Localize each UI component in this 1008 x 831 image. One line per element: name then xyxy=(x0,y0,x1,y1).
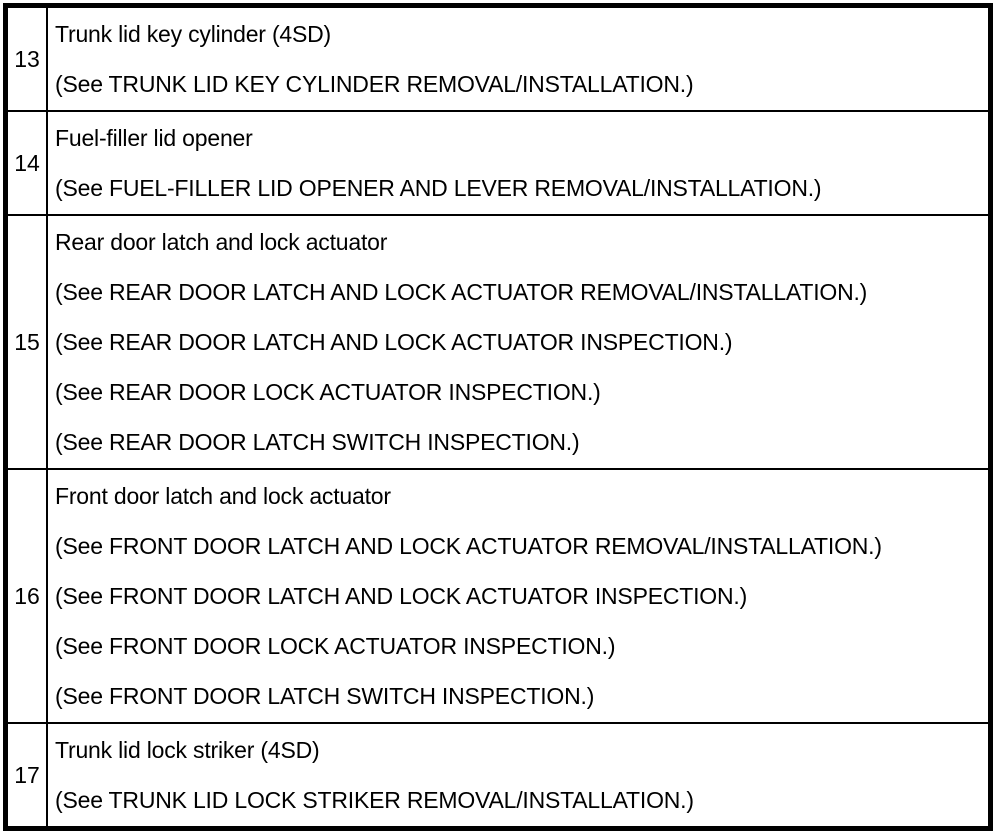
item-title-line: Trunk lid lock striker (4SD) xyxy=(55,737,320,763)
see-reference-line: (See TRUNK LID LOCK STRIKER REMOVAL/INST… xyxy=(55,787,694,813)
see-reference-line: (See REAR DOOR LATCH AND LOCK ACTUATOR R… xyxy=(55,279,868,305)
see-reference-line: (See FRONT DOOR LOCK ACTUATOR INSPECTION… xyxy=(55,633,616,659)
table-body: 13 Trunk lid key cylinder (4SD) (See TRUNK… xyxy=(4,4,992,830)
table-row: 13 Trunk lid key cylinder (4SD) (See TRUNK… xyxy=(4,4,992,112)
table-row: 17 Trunk lid lock striker (4SD) (See TRUNK… xyxy=(4,722,992,830)
item-number-cell: 15 xyxy=(4,214,48,470)
see-reference-line: (See FRONT DOOR LATCH AND LOCK ACTUATOR … xyxy=(55,533,882,559)
item-description-cell: Front door latch and lock actuator (See F… xyxy=(46,468,992,724)
see-reference-line: (See FRONT DOOR LATCH SWITCH INSPECTION.… xyxy=(55,683,595,709)
item-title-line: Trunk lid key cylinder (4SD) xyxy=(55,21,332,47)
see-reference-line: (See FRONT DOOR LATCH AND LOCK ACTUATOR … xyxy=(55,583,748,609)
service-reference-table: 13 Trunk lid key cylinder (4SD) (See TRUNK… xyxy=(3,3,993,831)
see-reference-line: (See REAR DOOR LOCK ACTUATOR INSPECTION.… xyxy=(55,379,601,405)
table-row: 15 Rear door latch and lock actuator (See … xyxy=(4,214,992,470)
see-reference-line: (See TRUNK LID KEY CYLINDER REMOVAL/INST… xyxy=(55,71,694,97)
item-title-line: Front door latch and lock actuator xyxy=(55,483,391,509)
item-description-cell: Rear door latch and lock actuator (See RE… xyxy=(46,214,992,470)
item-number-cell: 17 xyxy=(4,722,48,830)
item-number-cell: 14 xyxy=(4,110,48,216)
see-reference-line: (See REAR DOOR LATCH AND LOCK ACTUATOR I… xyxy=(55,329,733,355)
table-container: 13 Trunk lid key cylinder (4SD) (See TRUNK… xyxy=(3,3,993,831)
table-row: 16 Front door latch and lock actuator (See… xyxy=(4,468,992,724)
item-number-cell: 16 xyxy=(4,468,48,724)
see-reference-line: (See FUEL-FILLER LID OPENER AND LEVER RE… xyxy=(55,175,822,201)
item-description-cell: Trunk lid key cylinder (4SD) (See TRUNK L… xyxy=(46,4,992,112)
item-title-line: Fuel-filler lid opener xyxy=(55,125,253,151)
see-reference-line: (See REAR DOOR LATCH SWITCH INSPECTION.) xyxy=(55,429,580,455)
table-row: 14 Fuel-filler lid opener (See FUEL-FILLER… xyxy=(4,110,992,216)
item-title-line: Rear door latch and lock actuator xyxy=(55,229,388,255)
item-description-cell: Fuel-filler lid opener (See FUEL-FILLER L… xyxy=(46,110,992,216)
item-description-cell: Trunk lid lock striker (4SD) (See TRUNK L… xyxy=(46,722,992,830)
item-number-cell: 13 xyxy=(4,4,48,112)
